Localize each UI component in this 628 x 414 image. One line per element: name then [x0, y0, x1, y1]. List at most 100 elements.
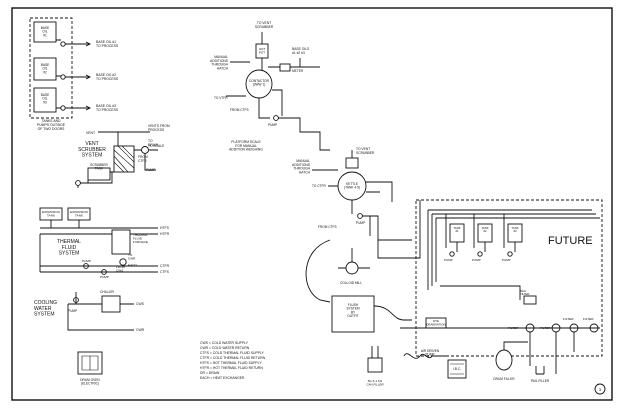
kettle-pump-label: PUMP: [356, 221, 365, 225]
kettle-label: KETTLE(TANK 4-5): [344, 182, 360, 190]
kettle-pump: [357, 213, 363, 219]
legend: CWS = COLD WATER SUPPLY CWR = COLD WATER…: [200, 341, 266, 380]
thermal-pump-label-1: PUMP: [82, 259, 91, 263]
meter-box: [279, 63, 291, 72]
sheet-number: 3: [599, 387, 602, 392]
legend-item: HTFS = HOT THERMAL FLUID SUPPLY: [200, 361, 262, 365]
future-label: FUTURE: [548, 235, 593, 247]
htfs-label: HTFS: [160, 226, 170, 230]
thermal-pump-2: [101, 269, 107, 275]
tank-enclosure: [29, 17, 73, 119]
legend-item: CTFS = COLD THERMAL FLUID SUPPLY: [200, 351, 265, 355]
legend-item: HTFR = HOT THERMAL FLUID RETURN: [200, 366, 263, 370]
drum-oven: DRUM OVEN(ELECTRIC): [77, 351, 103, 386]
legend-item: CWS = COLD WATER SUPPLY: [200, 341, 249, 345]
each-label: EACH: [128, 263, 137, 267]
tank-pump-2: [60, 74, 66, 80]
pail-filler-label: PAIL FILLER: [531, 379, 550, 383]
future-pump-1: [449, 251, 455, 257]
scrubber-pump-circle: [75, 180, 81, 186]
tank-pump-3: [60, 105, 66, 111]
future-pump-label-3: PUMP: [502, 258, 511, 262]
future-pump-label-2: PUMP: [472, 258, 481, 262]
scrubber-tank: [87, 167, 111, 181]
drum-filler-vessel: [495, 349, 513, 371]
sheet-number-circle: [594, 383, 606, 395]
vent-label: VENT: [86, 131, 95, 135]
tank-base-oil-3: [33, 87, 57, 113]
thermal-furnace: [111, 229, 131, 255]
contactor-label: CONTACTOR(3WW 1): [249, 79, 270, 87]
legend-item: CWR = COLD WATER RETURN: [200, 346, 250, 350]
future-pump-3: [507, 251, 513, 257]
ctfr-label: CTFR: [160, 264, 170, 268]
meter-label: METER: [292, 69, 304, 73]
to-scale-label: TO SCALE: [148, 144, 165, 148]
thermal-pump-1: [83, 263, 89, 269]
tank-base-oil-1: [33, 21, 57, 43]
tank-base-oil-2: [33, 57, 57, 81]
kettle-from-ctfs-label: FROM CTFS: [318, 225, 337, 229]
filter-label-4: FILTER: [583, 317, 594, 321]
to-ctfr-label: TO CTFR: [312, 184, 326, 188]
filter-label-3: FILTER: [563, 317, 574, 321]
filter-label-2: FILTER: [540, 326, 551, 330]
colloid-mill-label: COLLOID MILL: [340, 281, 362, 285]
future-tank-label-2: TANK#2: [481, 226, 488, 233]
scrubber-exchanger: [141, 146, 149, 154]
future-tank-label-3: TANK#3: [511, 226, 518, 233]
drum-filler-label: DRUM FILLER: [493, 377, 515, 381]
filter-label-1: FILTER: [508, 326, 519, 330]
colloid-mill: [345, 261, 359, 275]
top-from-ctfs-label: FROM CTFS: [230, 108, 249, 112]
base-oils-label: BASE OILS#1 #2 #3: [292, 47, 310, 55]
scrubber-pump-label: PUMP: [146, 168, 155, 172]
kettle-hot-pot: [345, 157, 359, 169]
legend-item: EACH = HEAT EXCHANGER: [200, 376, 245, 380]
ibc-label: I.B.C.: [453, 367, 461, 371]
thermal-pump-label-2: PUMP: [100, 275, 109, 279]
contactor-pump-label: PUMP: [268, 123, 277, 127]
can-filler-box: [367, 357, 383, 373]
thermal-exchanger: [119, 258, 127, 266]
legend-item: CTFR = COLD THERMAL FLUID RETURN: [200, 356, 266, 360]
future-area: FUTURE TANK#1 TANK#2 TANK#3 PUMP PUMP PU…: [400, 199, 603, 374]
to-vtfr-label: TO VTFR: [214, 96, 228, 100]
bag-filter: [523, 295, 537, 305]
cooling-pump: [73, 297, 79, 303]
future-pump-label-1: PUMP: [444, 258, 453, 262]
